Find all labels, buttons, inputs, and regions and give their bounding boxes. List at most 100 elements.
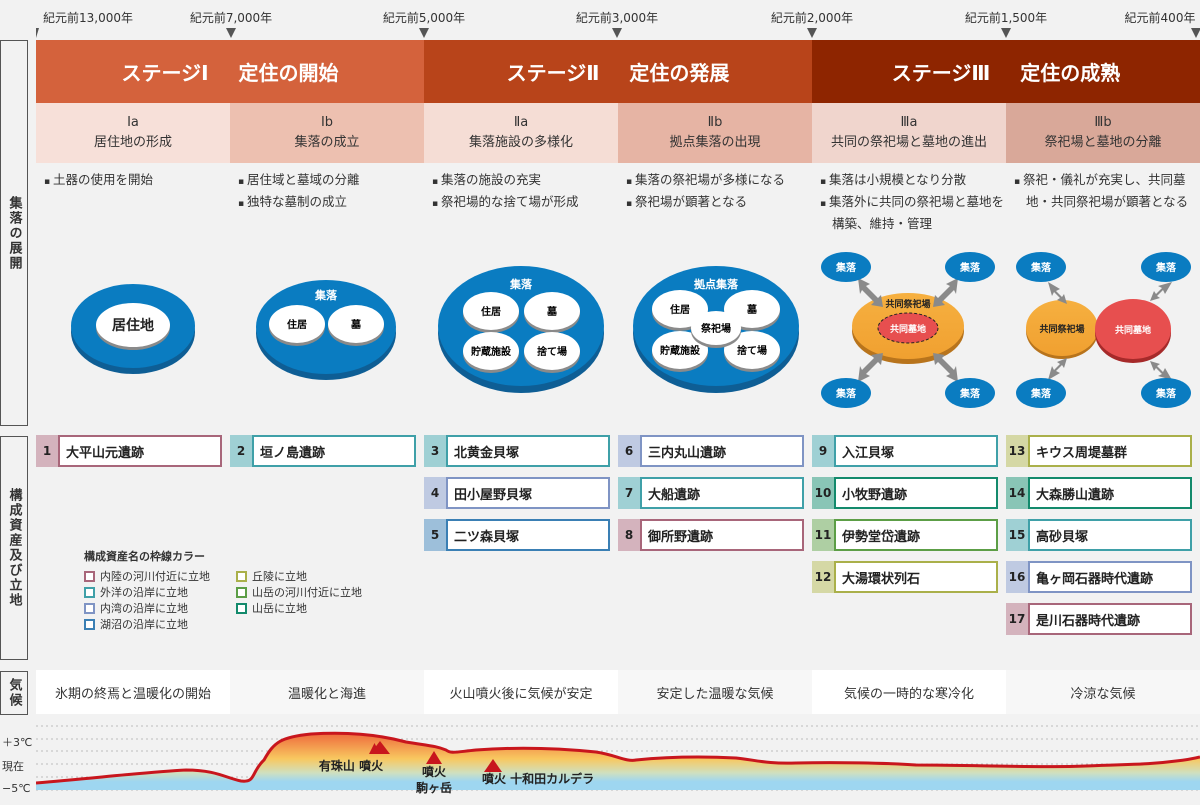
legend-item: 内陸の河川付近に立地 (84, 568, 210, 584)
legend-swatch-icon (236, 602, 247, 614)
y-label-minus5: −5℃ (2, 782, 31, 795)
eruption-marker-icon (370, 741, 390, 754)
svg-text:集落: 集落 (1030, 387, 1052, 400)
site-name: 大森勝山遺跡 (1028, 477, 1192, 509)
diagram-4: 拠点集落 住居 墓 貯蔵施設 捨て場 祭祀場 (633, 266, 799, 393)
legend-swatch-icon (236, 586, 247, 598)
stage-name: ステージⅠ (121, 61, 209, 85)
legend-swatch-icon (84, 602, 95, 614)
site-name: 北黄金貝塚 (446, 435, 610, 467)
site-name: 田小屋野貝塚 (446, 477, 610, 509)
site-number: 2 (230, 435, 252, 467)
site-name: 大船遺跡 (640, 477, 804, 509)
substage-code: Ⅲb (1094, 115, 1112, 130)
substage-code: Ⅲa (900, 115, 918, 130)
svg-text:集落: 集落 (509, 277, 533, 291)
era-label: 紀元前5,000年 (382, 11, 466, 25)
diagram-6: 共同祭祀場 共同墓地 集落 集落 集落 集落 (1016, 252, 1191, 408)
bullet-item: 居住域と墓域の分離 (238, 170, 428, 192)
substage-bullets: 土器の使用を開始 (44, 170, 234, 192)
diagram-1: 居住地 (71, 284, 195, 374)
climate-description: 冷涼な気候 (1006, 670, 1200, 714)
legend-label: 内湾の沿岸に立地 (100, 602, 188, 615)
bullet-item: 集落外に共同の祭祀場と墓地を構築、維持・管理 (820, 192, 1010, 234)
site-number: 8 (618, 519, 640, 551)
substage-code: Ⅱb (707, 115, 723, 130)
site-name: キウス周堤墓群 (1028, 435, 1192, 467)
diagram-3: 集落 住居 墓 貯蔵施設 捨て場 (438, 266, 604, 393)
climate-description: 安定した温暖な気候 (618, 670, 812, 714)
substage-header: Ⅲa 共同の祭祀場と墓地の進出 (812, 103, 1006, 163)
svg-text:捨て場: 捨て場 (537, 345, 567, 358)
legend-item: 山岳に立地 (236, 600, 362, 616)
site-name: 大湯環状列石 (834, 561, 998, 593)
svg-text:共同祭祀場: 共同祭祀場 (1039, 323, 1084, 335)
site-name: 小牧野遺跡 (834, 477, 998, 509)
era-tick-icon (612, 28, 622, 38)
settlement-diagrams: 居住地 集落 住居 墓 集落 住居 墓 貯蔵施設 捨て場 拠点集落 住居 墓 貯 (71, 252, 1191, 408)
bullet-item: 祭祀場が顕著となる (626, 192, 816, 214)
svg-text:住居: 住居 (670, 303, 690, 316)
site-name: 三内丸山遺跡 (640, 435, 804, 467)
site-name: 是川石器時代遺跡 (1028, 603, 1192, 635)
side-label-assets: 構成資産及び立地 (0, 436, 28, 660)
substage-header: Ⅱa 集落施設の多様化 (424, 103, 618, 163)
legend-label: 外洋の沿岸に立地 (100, 586, 188, 599)
svg-text:集落: 集落 (835, 387, 857, 400)
site-name: 高砂貝塚 (1028, 519, 1192, 551)
substage-title: 祭祀場と墓地の分離 (1044, 135, 1162, 150)
svg-text:集落: 集落 (1155, 387, 1177, 400)
eruption-label: 噴火 十和田カルデラ (482, 771, 594, 786)
substage-bullets: 祭祀・儀礼が充実し、共同墓地・共同祭祀場が顕著となる (1014, 170, 1200, 212)
substage-code: Ⅱa (513, 115, 529, 130)
site-number: 12 (812, 561, 834, 593)
svg-text:祭祀場: 祭祀場 (701, 322, 731, 335)
legend-label: 湖沼の沿岸に立地 (100, 618, 188, 631)
legend-label: 内陸の河川付近に立地 (100, 570, 210, 583)
climate-description: 火山噴火後に気候が安定 (424, 670, 618, 714)
diagram-5: 共同祭祀場 共同墓地 集落 集落 集落 集落 (821, 252, 995, 408)
site-name: 伊勢堂岱遺跡 (834, 519, 998, 551)
site-number: 5 (424, 519, 446, 551)
bullet-item: 土器の使用を開始 (44, 170, 234, 192)
site-number: 11 (812, 519, 834, 551)
era-label: 紀元前3,000年 (575, 11, 659, 25)
diagram-label: 居住地 (112, 317, 154, 334)
temperature-area (36, 733, 1200, 790)
site-number: 3 (424, 435, 446, 467)
substage-title: 共同の祭祀場と墓地の進出 (830, 135, 987, 150)
era-tick-icon (36, 28, 39, 38)
climate-description: 温暖化と海進 (230, 670, 424, 714)
y-label-now: 現在 (2, 760, 24, 773)
era-tick-icon (807, 28, 817, 38)
stage-name: ステージⅢ (891, 61, 991, 85)
substage-bullets: 集落の施設の充実祭祀場的な捨て場が形成 (432, 170, 622, 214)
legend-item: 丘陵に立地 (236, 568, 362, 584)
legend-swatch-icon (84, 570, 95, 582)
era-tick-icon (226, 28, 236, 38)
era-tick-icon (1001, 28, 1011, 38)
substage-title: 集落施設の多様化 (468, 135, 573, 150)
legend-label: 山岳の河川付近に立地 (252, 586, 362, 599)
